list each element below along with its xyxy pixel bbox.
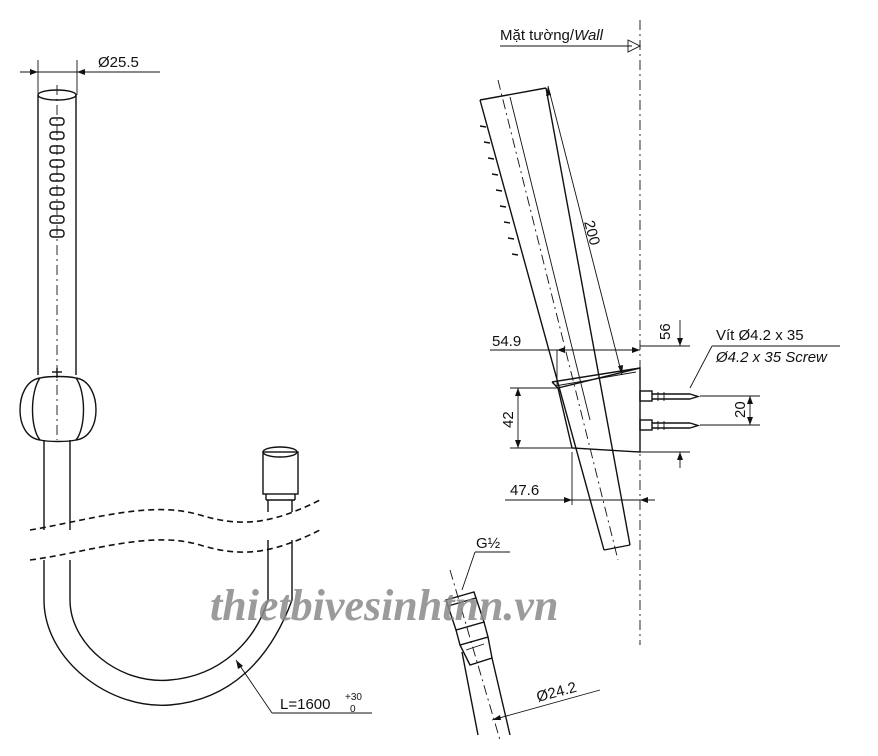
dim-54-9-label: 54.9 [492, 333, 521, 350]
hose-connector: G½ Ø24.2 [445, 535, 601, 741]
length-200-label: 200 [580, 219, 603, 248]
side-nozzles [479, 125, 519, 256]
hand-shower-front-view: Ø25.5 [19, 54, 372, 715]
wall-label: Mặt tường/Wall [500, 27, 604, 44]
hose-length-label: L=1600 [280, 696, 330, 713]
holder-ring [19, 368, 97, 443]
screws [639, 390, 701, 431]
dim-47-6-label: 47.6 [510, 482, 539, 499]
thread-label: G½ [476, 535, 501, 552]
dim-42-label: 42 [500, 411, 517, 428]
wall-label-vi: Mặt tường/ [500, 27, 575, 44]
handle-diameter-label: Ø25.5 [98, 54, 139, 71]
watermark-text: thietbivesinhtnn.vn [210, 581, 558, 630]
hand-shower-side-view: 200 56 [479, 79, 840, 561]
wall-reference: Mặt tường/Wall [500, 20, 642, 645]
dim-20-label: 20 [732, 401, 749, 418]
tolerance-lower: 0 [350, 704, 356, 715]
screw-label-vi: Vít Ø4.2 x 35 [716, 327, 804, 344]
wall-label-en: Wall [574, 27, 604, 44]
spray-nozzles [49, 117, 65, 238]
dim-56-label: 56 [657, 323, 674, 340]
tolerance-upper: +30 [345, 692, 362, 703]
screw-label-en: Ø4.2 x 35 Screw [715, 349, 828, 366]
